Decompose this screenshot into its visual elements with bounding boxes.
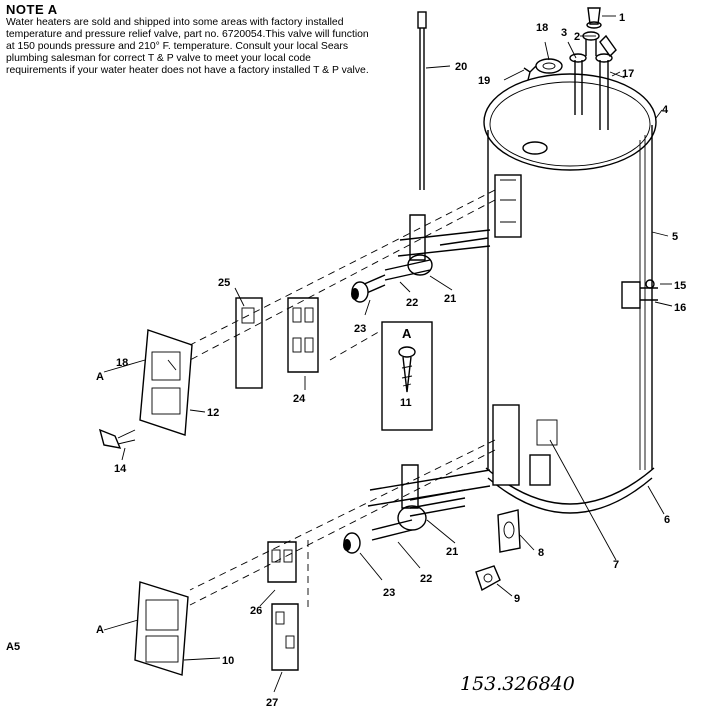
callout-3: 3 bbox=[561, 27, 567, 39]
callout-21b: 21 bbox=[446, 546, 458, 558]
callout-10: 10 bbox=[222, 655, 234, 667]
callout-22a: 22 bbox=[406, 297, 418, 309]
callout-27: 27 bbox=[266, 697, 278, 709]
label-a-upper: A bbox=[96, 371, 104, 383]
top-fittings bbox=[523, 7, 626, 130]
callout-leaders bbox=[103, 15, 673, 693]
label-a5: A5 bbox=[6, 641, 20, 653]
callout-26: 26 bbox=[250, 605, 262, 617]
callout-12: 12 bbox=[207, 407, 219, 419]
callout-17: 17 bbox=[622, 68, 634, 80]
callout-14: 14 bbox=[114, 463, 127, 475]
callout-9: 9 bbox=[514, 593, 520, 605]
water-heater-tank bbox=[483, 73, 657, 514]
callout-1: 1 bbox=[619, 12, 625, 24]
side-bracket bbox=[621, 279, 658, 309]
callout-20: 20 bbox=[455, 61, 467, 73]
callout-23a: 23 bbox=[354, 323, 366, 335]
callout-4: 4 bbox=[662, 104, 669, 116]
callout-6: 6 bbox=[664, 514, 670, 526]
note-a: NOTE A Water heaters are sold and shippe… bbox=[6, 3, 371, 77]
label-a-lower: A bbox=[96, 624, 104, 636]
note-body: Water heaters are sold and shipped into … bbox=[6, 17, 369, 76]
part-number: 153.326840 bbox=[460, 673, 575, 695]
callout-8: 8 bbox=[538, 547, 544, 559]
callout-18b: 18 bbox=[116, 357, 128, 369]
note-title: NOTE A bbox=[6, 2, 58, 17]
callout-labels: 1 2 3 18 19 20 17 4 5 15 16 6 7 8 9 21 2… bbox=[6, 12, 686, 709]
callout-18a: 18 bbox=[536, 22, 548, 34]
callout-19: 19 bbox=[478, 75, 490, 87]
callout-7: 7 bbox=[613, 559, 619, 571]
callout-15: 15 bbox=[674, 280, 686, 292]
callout-21a: 21 bbox=[444, 293, 456, 305]
callout-22b: 22 bbox=[420, 573, 432, 585]
upper-thermostat-assembly bbox=[98, 214, 491, 449]
exploded-view-lines bbox=[189, 189, 496, 610]
callout-2: 2 bbox=[574, 31, 580, 43]
callout-24: 24 bbox=[293, 393, 306, 405]
callout-23b: 23 bbox=[383, 587, 395, 599]
label-a-inset: A bbox=[402, 326, 412, 341]
callout-16: 16 bbox=[674, 302, 686, 314]
lower-thermostat-assembly bbox=[134, 464, 521, 676]
callout-11: 11 bbox=[400, 397, 412, 409]
callout-5: 5 bbox=[672, 231, 678, 243]
anode-rod bbox=[417, 11, 427, 190]
callout-25: 25 bbox=[218, 277, 230, 289]
